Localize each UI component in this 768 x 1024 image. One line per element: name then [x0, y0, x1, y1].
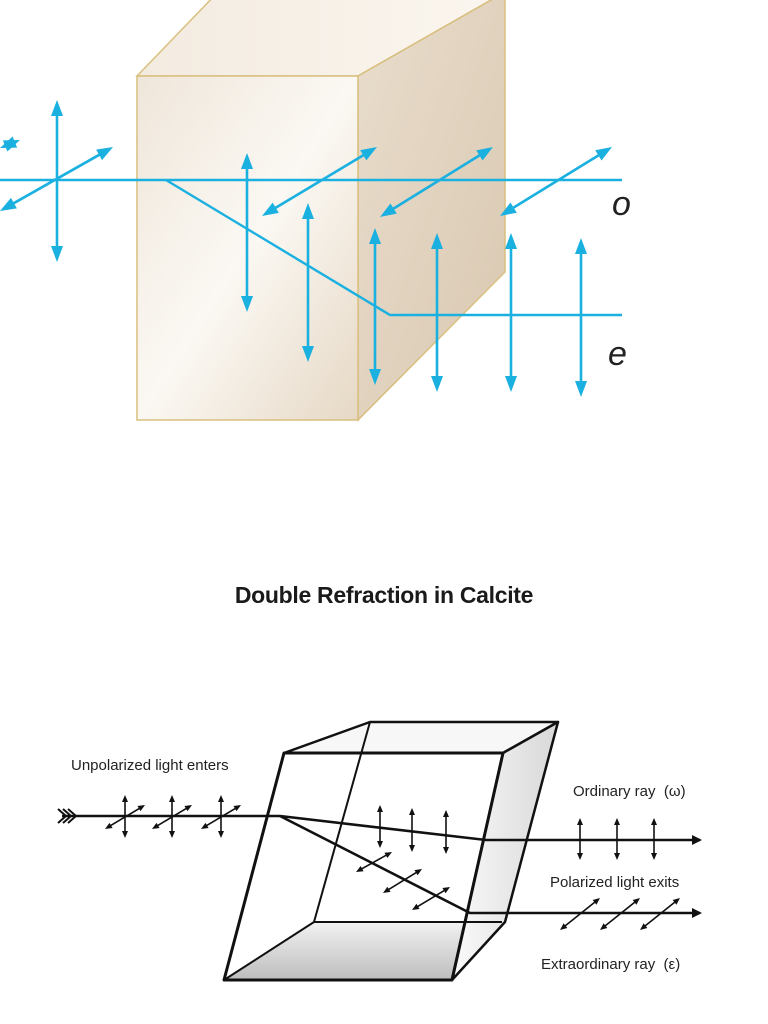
calcite-rhombohedron	[222, 720, 560, 982]
polarization-arrow-shaft	[109, 807, 141, 827]
arrow-head-icon	[577, 818, 583, 825]
arrow-head-icon	[651, 818, 657, 825]
polarization-arrow-shaft	[205, 807, 237, 827]
arrow-head-icon	[431, 376, 443, 392]
arrow-head-icon	[443, 810, 449, 817]
arrow-head-icon	[262, 202, 279, 216]
polarization-arrow-shaft	[643, 900, 677, 928]
rhomb-side-face	[450, 720, 560, 982]
arrow-head-icon	[369, 369, 381, 385]
arrow-head-icon	[384, 852, 392, 859]
rhomb-floor	[224, 922, 502, 980]
calcite-crystal	[135, 0, 506, 422]
arrow-head-icon	[409, 845, 415, 852]
arrow-head-icon	[380, 203, 397, 217]
arrow-head-icon	[560, 923, 568, 930]
arrow-head-icon	[96, 147, 113, 161]
arrow-head-icon	[137, 805, 145, 812]
arrow-head-icon	[595, 147, 612, 161]
arrow-head-icon	[152, 822, 160, 829]
arrow-head-icon	[632, 898, 640, 905]
polarization-arrow-shaft	[510, 152, 602, 211]
arrow-head-icon	[51, 100, 63, 116]
polarization-arrow-shaft	[156, 807, 188, 827]
arrow-head-icon	[614, 853, 620, 860]
arrow-head-icon	[356, 865, 364, 872]
arrow-head-icon	[169, 831, 175, 838]
polarization-arrow-shaft	[10, 152, 103, 206]
crystal-side-face	[357, 0, 506, 422]
arrow-head-icon	[575, 381, 587, 397]
extraordinary-ray-label: e	[608, 335, 627, 373]
arrow-head-icon	[302, 346, 314, 362]
extraordinary-ray-caption: Extraordinary ray (ε)	[541, 956, 680, 973]
arrow-head-icon	[442, 887, 450, 894]
polarized-light-label: Polarized light exits	[550, 874, 679, 891]
arrow-head-icon	[218, 831, 224, 838]
arrow-head-icon	[505, 233, 517, 249]
arrow-head-icon	[377, 805, 383, 812]
arrow-head-icon	[360, 147, 377, 161]
arrow-head-icon	[369, 228, 381, 244]
arrow-head-icon	[409, 808, 415, 815]
arrow-head-icon	[651, 853, 657, 860]
ordinary-ray-path	[279, 814, 702, 845]
ordinary-ray-caption: Ordinary ray (ω)	[573, 783, 686, 800]
arrow-head-icon	[105, 822, 113, 829]
polarization-arrow-shaft	[272, 152, 367, 211]
arrow-head-icon	[0, 136, 18, 148]
incoming-ray-tail-icon	[57, 808, 78, 824]
arrow-head-icon	[383, 886, 391, 893]
arrow-head-icon	[122, 795, 128, 802]
arrow-head-icon	[640, 923, 648, 930]
top-polarization-arrows	[0, 100, 612, 397]
arrow-head-icon	[600, 923, 608, 930]
arrow-head-icon	[577, 853, 583, 860]
arrow-head-icon	[505, 376, 517, 392]
polarization-arrow-shaft	[416, 889, 446, 908]
bottom-rays	[62, 814, 702, 918]
arrow-head-icon	[51, 246, 63, 262]
unpolarized-light-label: Unpolarized light enters	[71, 757, 229, 774]
extraordinary-ray-line	[165, 178, 622, 317]
figure-title: Double Refraction in Calcite	[234, 582, 534, 608]
polarization-arrow-shaft	[603, 900, 637, 928]
arrow-head-icon	[614, 818, 620, 825]
arrow-head-icon	[122, 831, 128, 838]
arrow-head-icon	[184, 805, 192, 812]
arrow-head-icon	[218, 795, 224, 802]
arrow-head-icon	[201, 822, 209, 829]
rhomb-back-floor-edge	[223, 921, 315, 981]
arrow-head-icon	[0, 197, 17, 211]
arrow-head-icon	[169, 795, 175, 802]
arrow-head-icon	[672, 898, 680, 905]
arrow-head-icon	[241, 296, 253, 312]
arrow-head-icon	[302, 203, 314, 219]
polarization-arrow-shaft	[360, 854, 388, 870]
arrow-head-icon	[241, 153, 253, 169]
arrow-head-icon	[431, 233, 443, 249]
top-rays	[0, 178, 622, 317]
polarization-arrow-shaft	[390, 152, 483, 212]
arrow-head-icon	[592, 898, 600, 905]
ordinary-ray-label: o	[612, 185, 631, 223]
rhomb-front-face	[222, 751, 505, 982]
arrow-head-icon	[575, 238, 587, 254]
arrow-head-icon	[233, 805, 241, 812]
polarization-arrow-shaft	[563, 900, 597, 928]
arrow-head-icon	[414, 869, 422, 876]
polarization-arrow-shaft	[387, 871, 418, 891]
bottom-polarization-arrows	[105, 795, 680, 930]
arrow-head-icon	[377, 841, 383, 848]
arrow-head-icon	[476, 147, 493, 161]
arrow-head-icon	[500, 202, 517, 216]
arrow-head-icon	[412, 903, 420, 910]
extraordinary-ray-path	[279, 814, 702, 918]
arrow-head-icon	[443, 847, 449, 854]
